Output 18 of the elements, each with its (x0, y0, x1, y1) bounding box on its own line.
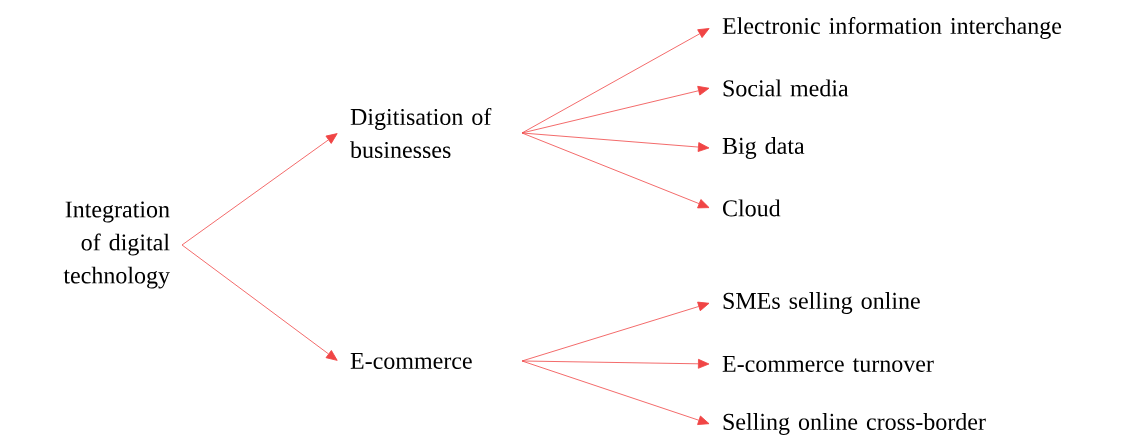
leaf-label: Cloud (723, 199, 781, 217)
leaf-label: Selling online cross-border (723, 413, 986, 435)
arrow (521, 358, 710, 369)
arrow (521, 132, 710, 152)
branch-label: Digitisation of businesses (350, 107, 492, 159)
arrow (521, 85, 710, 134)
leaf-label: Big data (722, 137, 805, 159)
arrow (181, 133, 338, 246)
branch-label: E-commerce (350, 353, 472, 369)
leaf-label: E-commerce turnover (722, 356, 934, 372)
leaf-label: Social media (723, 79, 849, 97)
leaf-label: SMEs selling online (723, 292, 920, 314)
leaf-label: Electronic information interchange (722, 16, 1062, 40)
arrow (181, 244, 338, 361)
arrow (521, 28, 710, 134)
arrow (521, 132, 710, 209)
root-label: Integration of digital technology (63, 201, 170, 289)
arrow (521, 360, 710, 425)
